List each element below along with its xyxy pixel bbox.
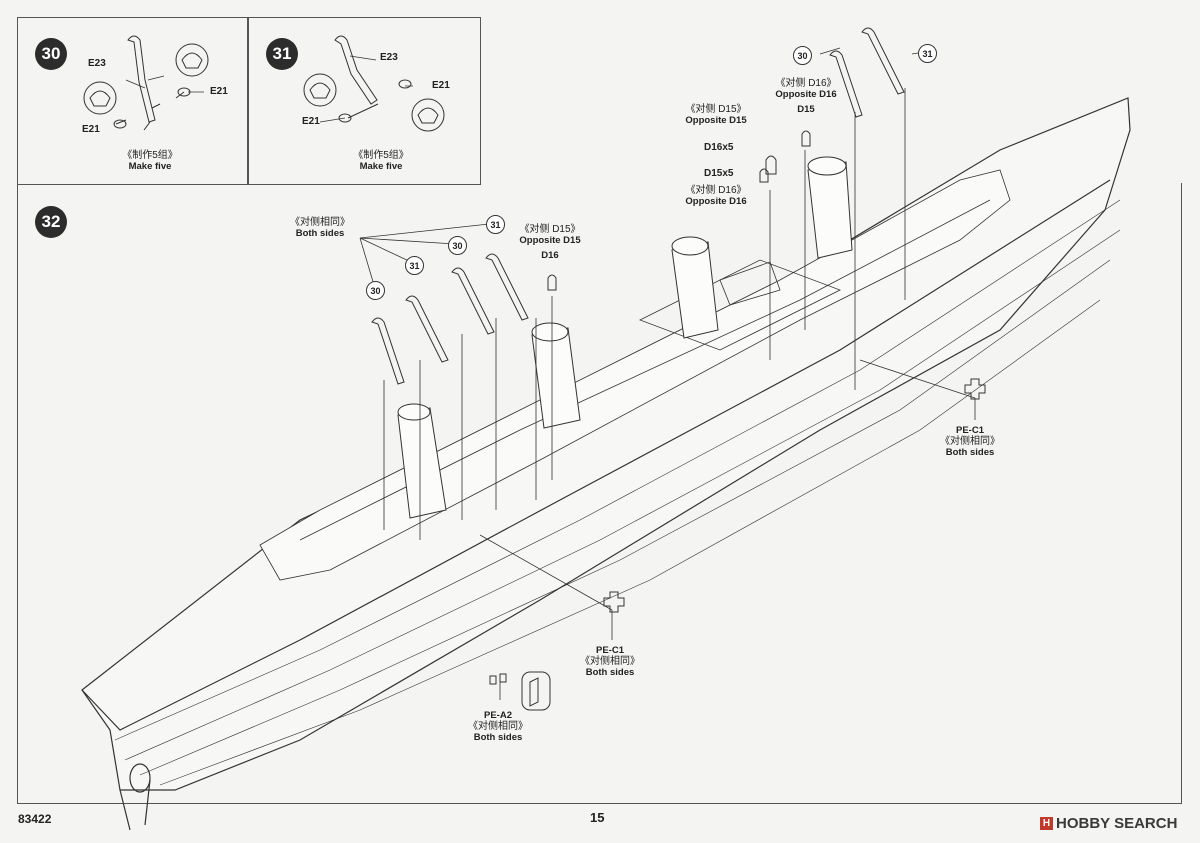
step-number-31: 31 [266, 38, 298, 70]
ref-step-31-c: 31 [918, 44, 937, 63]
part-d15-top: D15 [797, 104, 815, 115]
d-parts-drawing [547, 130, 811, 291]
caption-30-cn: 《制作5组》 [122, 150, 178, 161]
label-pe-c1-mid: PE-C1 《对侧相同》 Both sides [570, 645, 650, 678]
part-e23-30: E23 [88, 58, 106, 69]
watermark-text: HOBBY SEARCH [1056, 815, 1178, 832]
part-e21-30-left: E21 [82, 124, 100, 135]
label-opposite-d16-upper-en: Opposite D16 [685, 196, 747, 207]
part-e21-31-right: E21 [432, 80, 450, 91]
label-opposite-d16-top-cn: 《对侧 D16》 [775, 78, 837, 89]
label-opposite-d16-top: 《对侧 D16》 Opposite D16 D15 [766, 78, 846, 115]
part-pe-c1-right: PE-C1 [956, 425, 984, 436]
ref-step-30-b: 30 [448, 236, 467, 255]
part-e23-31: E23 [380, 52, 398, 63]
label-opposite-d15-mid-en: Opposite D15 [519, 235, 581, 246]
ref-step-31-b: 31 [486, 215, 505, 234]
label-pe-c1-mid-en: Both sides [585, 667, 635, 678]
label-both-sides-left-cn: 《对侧相同》 [290, 217, 350, 228]
step-30-panel [17, 17, 249, 185]
label-opposite-d15-upper: 《对侧 D15》 Opposite D15 [676, 104, 756, 126]
leader-lines [125, 47, 976, 700]
label-pe-a2-cn: 《对侧相同》 [468, 721, 528, 732]
label-pe-a2-en: Both sides [473, 732, 523, 743]
part-d15x5: D15x5 [704, 168, 734, 179]
step-number-32: 32 [35, 206, 67, 238]
label-pe-c1-right: PE-C1 《对侧相同》 Both sides [930, 425, 1010, 458]
davits-main-drawing [371, 27, 905, 385]
step-32-panel [17, 183, 1182, 804]
label-pe-c1-right-en: Both sides [945, 447, 995, 458]
part-e21-31-left: E21 [302, 116, 320, 127]
label-opposite-d16-upper: 《对侧 D16》 Opposite D16 [676, 185, 756, 207]
label-opposite-d16-top-en: Opposite D16 [775, 89, 837, 100]
watermark-logo-icon: H [1040, 817, 1053, 830]
pe-parts-drawing [489, 378, 986, 711]
label-opposite-d15-upper-cn: 《对侧 D15》 [685, 104, 747, 115]
product-code: 83422 [18, 812, 52, 826]
label-opposite-d16-upper-cn: 《对侧 D16》 [685, 185, 747, 196]
ref-step-31-a: 31 [405, 256, 424, 275]
label-opposite-d15-mid-cn: 《对侧 D15》 [519, 224, 581, 235]
ref-step-30-a: 30 [366, 281, 385, 300]
davit-30-drawing [83, 35, 209, 131]
label-pe-c1-right-cn: 《对侧相同》 [940, 436, 1000, 447]
caption-30-en: Make five [128, 161, 172, 172]
davit-31-drawing [303, 35, 445, 132]
part-pe-a2: PE-A2 [484, 710, 512, 721]
part-d16-mid: D16 [541, 250, 559, 261]
label-both-sides-left: 《对侧相同》 Both sides [280, 217, 360, 239]
page-number: 15 [590, 810, 605, 825]
label-pe-a2: PE-A2 《对侧相同》 Both sides [458, 710, 538, 743]
step-number-30: 30 [35, 38, 67, 70]
part-d16x5: D16x5 [704, 142, 734, 153]
part-e21-30-right: E21 [210, 86, 228, 97]
part-pe-c1-mid: PE-C1 [596, 645, 624, 656]
funnels-drawing [397, 156, 853, 519]
watermark: H HOBBY SEARCH [1040, 815, 1177, 832]
label-opposite-d15-mid: 《对侧 D15》 Opposite D15 D16 [510, 224, 590, 261]
label-pe-c1-mid-cn: 《对侧相同》 [580, 656, 640, 667]
caption-31: 《制作5组》 Make five [336, 150, 426, 172]
label-both-sides-left-en: Both sides [295, 228, 345, 239]
ref-step-30-c: 30 [793, 46, 812, 65]
caption-30: 《制作5组》 Make five [105, 150, 195, 172]
caption-31-cn: 《制作5组》 [353, 150, 409, 161]
label-opposite-d15-upper-en: Opposite D15 [685, 115, 747, 126]
step-31-panel [247, 17, 481, 185]
caption-31-en: Make five [359, 161, 403, 172]
